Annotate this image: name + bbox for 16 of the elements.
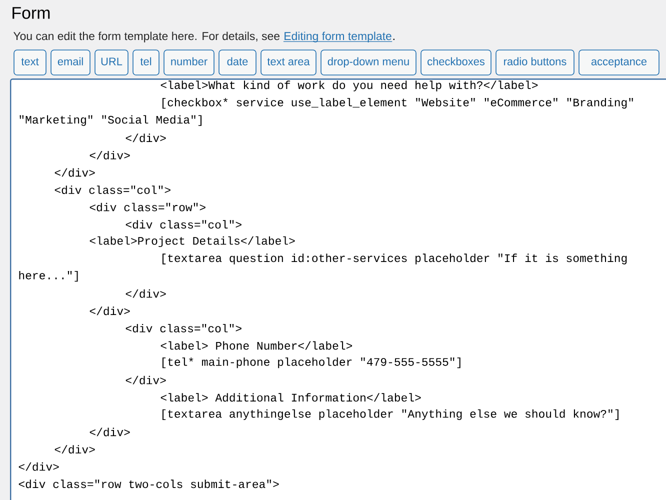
tag-button: acceptance: [578, 50, 660, 76]
tag-button: date: [218, 50, 256, 76]
tag-button: text: [14, 50, 46, 76]
tag-button: number: [164, 50, 214, 76]
tag-button: text area: [260, 50, 316, 76]
period: .: [393, 38, 394, 40]
tag-button: radio buttons: [496, 50, 574, 76]
tag-button: email: [50, 50, 90, 76]
tag-button: checkboxes: [420, 50, 492, 76]
tag-button: tel: [132, 50, 160, 76]
description: You can edit the form template here. For details, see: [13, 32, 280, 42]
heading: Form: [12, 7, 50, 19]
tag-button: drop-down menu: [320, 50, 416, 76]
link: Editing form template: [283, 32, 392, 42]
code-editor: <label>What kind of work do you need help with?</label> [checkbox* service use_label_element "Website" "eCommerce" "Branding" "Marketing" "Social Media"] </div> </div> </div> <div class="col"> <div class="row"> <div class="col"> <label>Project Details</label> [textarea question id:other-services placeholder "If it is something here..."] </div> </div> <div class="col"> <label> Phone Number</label> [tel* main-phone placeholder "479-555-5555"] </div> <label> Additional Information</label> [textarea anythingelse placeholder "Anything else we should know?"] </div> </div> </div> <div class="row two-cols submit-area">: [10, 78, 666, 500]
tag-button: URL: [94, 50, 128, 76]
